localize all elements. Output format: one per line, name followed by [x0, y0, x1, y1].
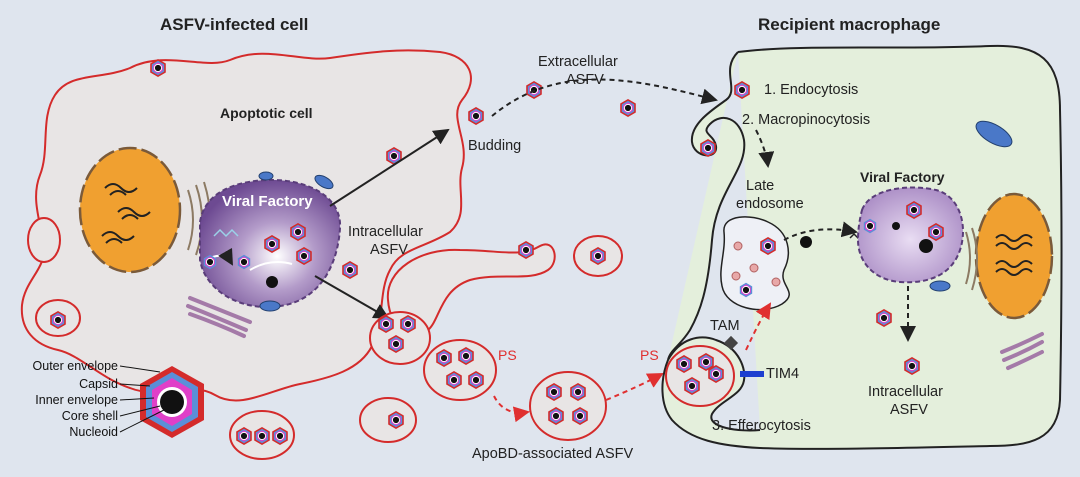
- endocytosis-label: 1. Endocytosis: [764, 82, 858, 98]
- nucleus-left: [78, 146, 182, 274]
- apoptotic-cell-label: Apoptotic cell: [220, 105, 313, 121]
- asfv-virion-icon: [620, 99, 636, 117]
- legend-outer-envelope: Outer envelope: [33, 359, 119, 373]
- mitochondrion: [259, 300, 281, 312]
- macropinocytosis-label: 2. Macropinocytosis: [742, 112, 870, 128]
- red-arrow-2: [605, 373, 664, 401]
- apoptotic-body: [423, 339, 497, 401]
- ps-label-2: PS: [640, 347, 659, 363]
- arrow-to-budding: [329, 128, 450, 207]
- title-infected: ASFV-infected cell: [160, 15, 308, 34]
- legend-inner-envelope: Inner envelope: [35, 393, 118, 407]
- legend-capsid: Capsid: [79, 377, 118, 391]
- intracellular-left-label-1: Intracellular: [348, 224, 423, 240]
- intracellular-left-label-2: ASFV: [370, 242, 408, 258]
- viral-factory-left-label: Viral Factory: [222, 193, 313, 210]
- arrow-to-apobd: [314, 275, 390, 319]
- golgi-left: [186, 296, 252, 338]
- virion-legend: Outer envelope Capsid Inner envelope Cor…: [33, 359, 204, 439]
- dashed-arrow-extracellular: [491, 78, 718, 117]
- budding-label: Budding: [468, 138, 521, 154]
- asfv-virion-icon: [468, 107, 484, 125]
- red-arrow-1: [493, 395, 530, 423]
- tam-receptor: [723, 335, 739, 351]
- mitochondrion: [929, 280, 951, 292]
- extracellular-label-1: Extracellular: [538, 54, 618, 70]
- title-macrophage: Recipient macrophage: [758, 15, 940, 34]
- viral-factory-right: Viral Factory: [856, 169, 964, 284]
- red-arrow-3: [745, 302, 772, 351]
- efferocytosis-label: 3. Efferocytosis: [712, 418, 811, 434]
- arrow-to-endosome: [755, 129, 775, 168]
- legend-nucleoid: Nucleoid: [69, 425, 118, 439]
- apobd-transit: [529, 371, 607, 441]
- viral-factory-left: Viral Factory: [199, 178, 342, 308]
- mitochondrion: [258, 171, 274, 181]
- ps-label-1: PS: [498, 347, 517, 363]
- intracellular-right-label-1: Intracellular: [868, 384, 943, 400]
- nucleus-right: [974, 192, 1054, 320]
- apoptotic-body: [27, 217, 61, 263]
- tim4-receptor: [740, 371, 764, 377]
- mitochondrion: [314, 174, 334, 190]
- legend-core-shell: Core shell: [62, 409, 118, 423]
- er-right: [965, 227, 978, 291]
- late-endosome-label-1: Late: [746, 178, 774, 194]
- golgi-right: [1000, 332, 1044, 370]
- tam-label: TAM: [710, 318, 740, 334]
- apoptotic-body: [359, 397, 417, 443]
- late-endosome-label-2: endosome: [736, 196, 804, 212]
- late-endosome: [720, 216, 790, 311]
- intracellular-right-label-2: ASFV: [890, 402, 928, 418]
- arrow-endosome-to-factory: [783, 221, 858, 241]
- viral-factory-right-label: Viral Factory: [860, 169, 945, 185]
- tim4-label: TIM4: [766, 366, 799, 382]
- mitochondrion: [975, 120, 1013, 148]
- apobd-label: ApoBD-associated ASFV: [472, 446, 634, 462]
